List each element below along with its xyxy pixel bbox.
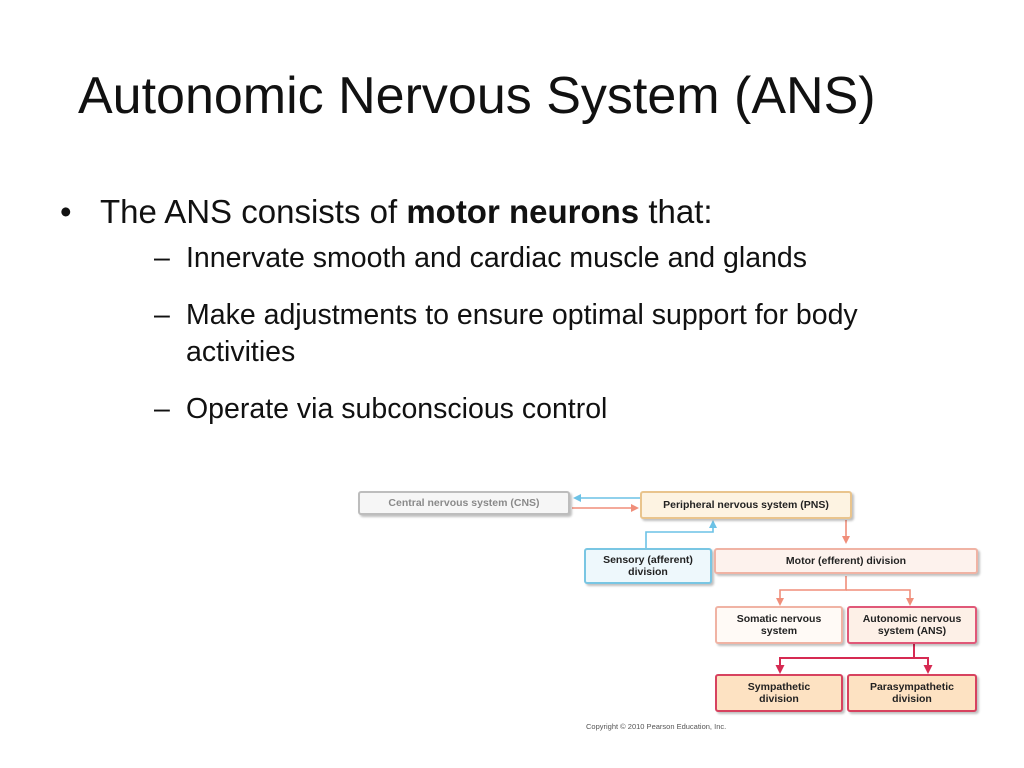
subbullet-list: –Innervate smooth and cardiac muscle and…: [100, 240, 960, 428]
bullet-prefix: The ANS consists of: [100, 193, 407, 230]
arrow-ans-to-sympathetic: [775, 644, 915, 674]
node-ans: Autonomic nervous system (ANS): [847, 606, 977, 644]
copyright-notice: Copyright © 2010 Pearson Education, Inc.: [586, 722, 727, 731]
node-sympathetic-division: Sympathetic division: [715, 674, 843, 712]
bullet-emphasis: motor neurons: [406, 193, 640, 230]
bullet-list: • The ANS consists of motor neurons that:…: [60, 188, 960, 448]
nervous-system-diagram: Central nervous system (CNS) Peripheral …: [350, 486, 990, 742]
node-cns: Central nervous system (CNS): [358, 491, 570, 515]
subbullet-item: –Make adjustments to ensure optimal supp…: [154, 299, 858, 368]
arrow-motor-to-ans: [846, 589, 914, 606]
bullet-suffix: that:: [639, 193, 713, 230]
bullet-dot: •: [60, 193, 72, 230]
arrow-ans-to-parasympathetic: [914, 657, 933, 674]
node-motor-division: Motor (efferent) division: [714, 548, 978, 574]
bullet-main: • The ANS consists of motor neurons that:…: [60, 188, 960, 428]
node-sensory-division: Sensory (afferent) division: [584, 548, 712, 584]
arrow-motor-to-somatic: [776, 576, 847, 606]
subbullet-item: –Innervate smooth and cardiac muscle and…: [154, 242, 808, 274]
diagram-connectors: [572, 494, 933, 674]
slide-title: Autonomic Nervous System (ANS): [78, 67, 876, 125]
node-pns: Peripheral nervous system (PNS): [640, 491, 852, 519]
arrow-sensory-to-pns: [645, 520, 717, 549]
node-parasympathetic-division: Parasympathetic division: [847, 674, 977, 712]
subbullet-item: –Operate via subconscious control: [154, 393, 608, 425]
node-somatic-system: Somatic nervous system: [715, 606, 843, 644]
